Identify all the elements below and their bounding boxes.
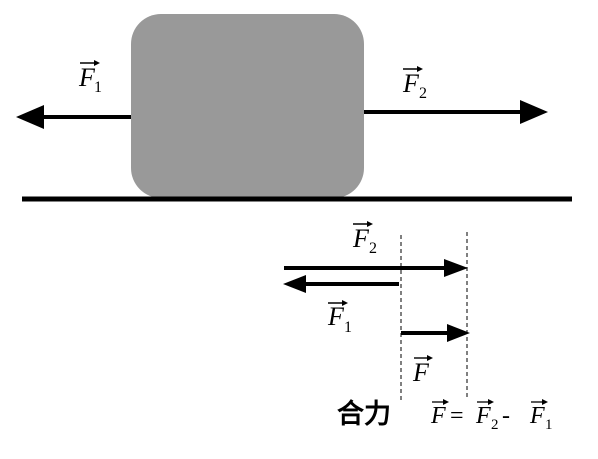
label-f1-lower: F 1 [327,300,352,336]
label-f1-lower-symbol: F [327,302,345,331]
equation-term2-symbol: F [529,403,545,429]
label-f2-top-symbol: F [402,69,420,98]
label-f2-lower: F 2 [352,221,377,257]
vector-arrow-tip [342,300,348,306]
vector-arrow-tip [94,60,100,66]
label-f1-top: F 1 [78,60,102,96]
label-f2-top-subscript: 2 [419,85,427,102]
lower-f1-arrowhead [283,275,306,293]
label-f-result-symbol: F [412,358,430,387]
label-f1-lower-subscript: 1 [344,319,352,336]
resultant-arrowhead [447,324,470,342]
vector-arrow-tip [417,66,423,72]
vector-arrow-tip [443,399,449,405]
equation-equals: = [450,403,464,429]
label-f-result: F [412,355,433,387]
equation-lhs: F [430,403,446,429]
force-f2-arrowhead [520,100,548,124]
equation-term2-subscript: 1 [545,417,553,433]
force-f1-arrowhead [16,105,44,129]
vector-arrow-tip [367,221,373,227]
label-f2-lower-symbol: F [352,224,370,253]
label-f2-top: F 2 [402,66,427,102]
vector-arrow-tip [488,399,494,405]
equation-term1-subscript: 2 [491,417,499,433]
vector-arrow-tip [542,399,548,405]
block [131,14,364,198]
vector-arrow-tip [427,355,433,361]
lower-f2-arrowhead [444,259,468,277]
label-f1-top-subscript: 1 [94,79,102,96]
equation-term1-symbol: F [475,403,491,429]
label-f2-lower-subscript: 2 [369,240,377,257]
resultant-force-label: 合力 [337,398,391,430]
equation-minus: - [502,403,510,429]
resultant-equation: F = F 2 - F 1 [430,399,553,433]
label-f1-top-symbol: F [78,63,96,92]
